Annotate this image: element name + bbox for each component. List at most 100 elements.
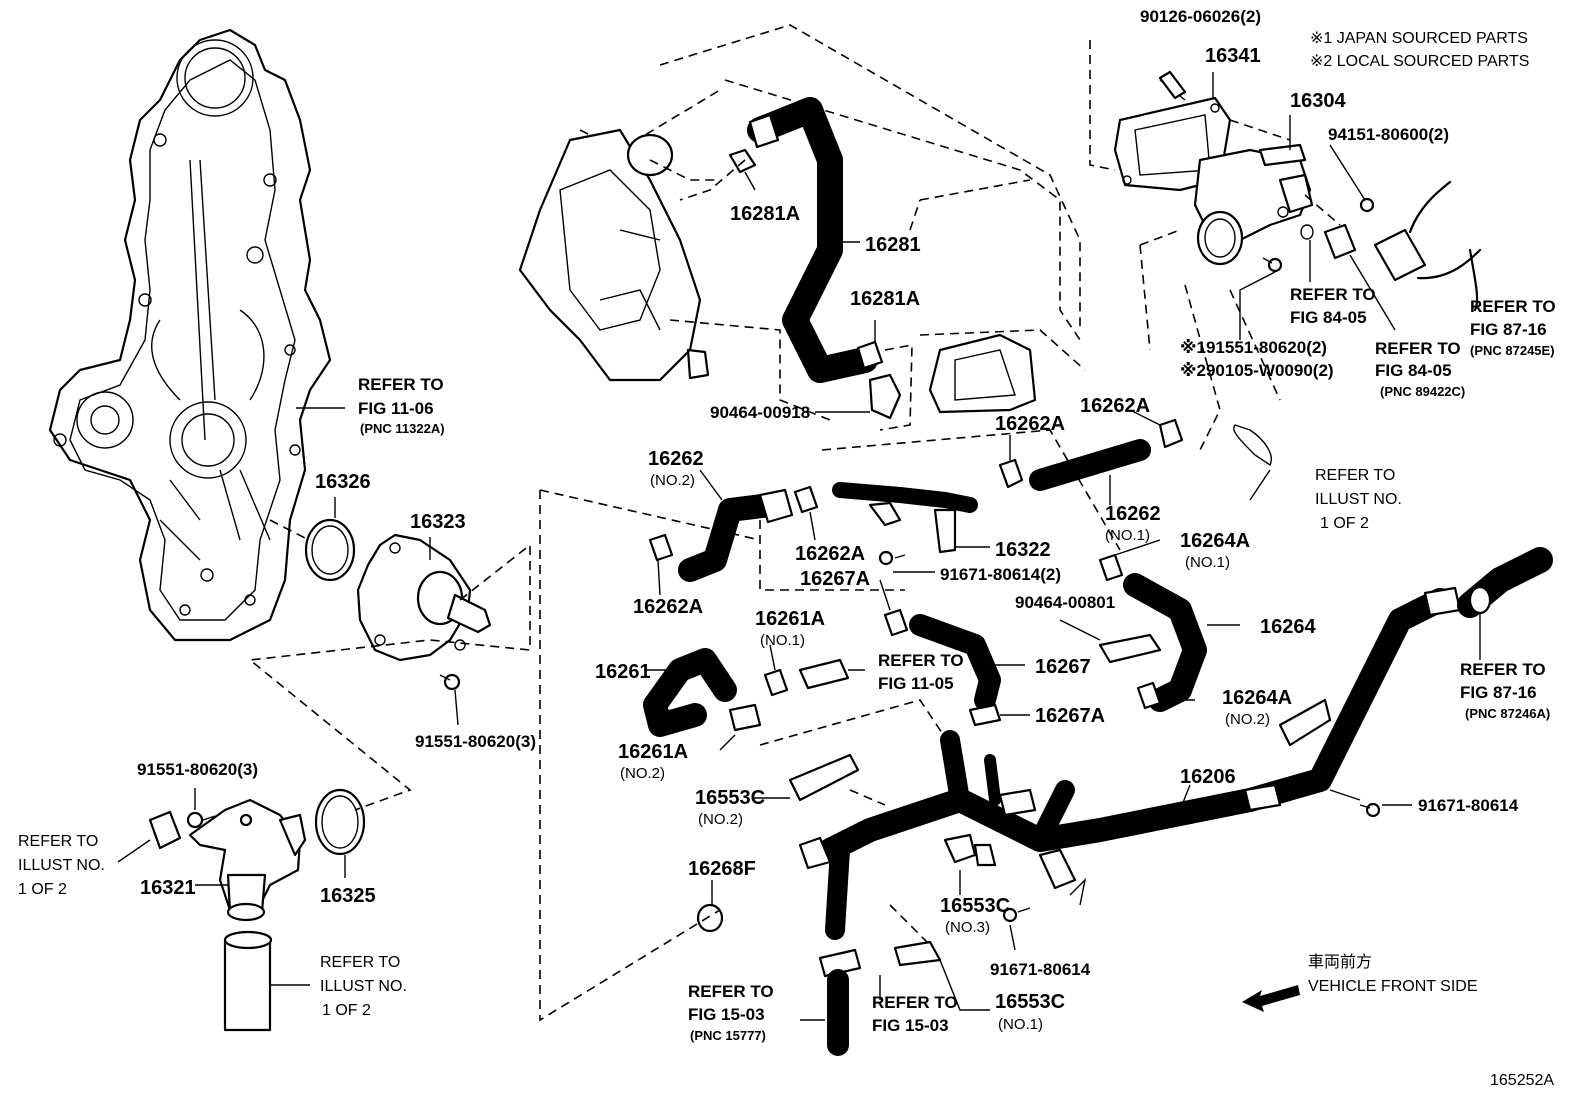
- part-label: 16323: [410, 511, 466, 533]
- ref-line: (PNC 87245E): [1470, 343, 1555, 358]
- part-label: 16304: [1290, 90, 1346, 112]
- part-note: (NO.1): [1105, 527, 1150, 544]
- part-label: 16553C: [940, 895, 1010, 917]
- part-label: 16262A: [1080, 395, 1150, 417]
- ref-line: ILLUST NO.: [18, 857, 105, 874]
- clamp-16264A-b: [1136, 681, 1162, 710]
- o-ring: [1300, 224, 1314, 240]
- part-label: 16267A: [800, 568, 870, 590]
- clamp-16262A-r: [1158, 418, 1184, 449]
- o-ring-16268F: [696, 903, 724, 933]
- hose-end-left: [148, 810, 182, 850]
- thermostat-housing-left: [518, 128, 710, 382]
- ref-line: (PNC 15777): [690, 1028, 766, 1043]
- ref-line: REFER TO: [358, 375, 444, 394]
- ref-line: REFER TO: [878, 651, 964, 670]
- ref-line: FIG 87-16: [1470, 320, 1547, 339]
- water-inlet-16321: [188, 798, 307, 922]
- thermostat-housing-16304: [1193, 143, 1314, 266]
- part-note: (NO.2): [650, 472, 695, 489]
- part-note: (NO.1): [1185, 554, 1230, 571]
- part-label: 91671-80614(2): [940, 565, 1061, 584]
- part-label: 16268F: [688, 858, 756, 880]
- clamp-16553C-1: [893, 940, 942, 967]
- gasket-mid: [928, 333, 1037, 414]
- part-label: ※290105-W0090(2): [1180, 361, 1334, 380]
- part-label: 16281A: [850, 288, 920, 310]
- ref-line: REFER TO: [320, 954, 400, 971]
- ref-line: REFER TO: [1315, 467, 1395, 484]
- part-label: 90464-00918: [710, 403, 810, 422]
- part-label: 16262: [1105, 503, 1161, 525]
- ref-line: 1 OF 2: [322, 1002, 371, 1019]
- ref-line: FIG 15-03: [688, 1005, 765, 1024]
- clamp-16261A-b: [728, 703, 762, 732]
- bolt-91671-r: [1359, 802, 1381, 818]
- part-label: 16206: [1180, 766, 1236, 788]
- hose-87245E-end: [1373, 228, 1427, 282]
- part-label: 16341: [1205, 45, 1261, 67]
- ref-line: REFER TO: [1375, 339, 1461, 358]
- part-label: 16281: [865, 234, 921, 256]
- water-bypass-pipe-16322: [832, 482, 978, 554]
- bracket-90464-00801: [1098, 633, 1162, 664]
- ref-line: ILLUST NO.: [1315, 491, 1402, 508]
- ref-line: FIG 15-03: [872, 1016, 949, 1035]
- ref-line: REFER TO: [872, 993, 958, 1012]
- ref-line: FIG 11-06: [358, 399, 434, 418]
- bolt-91551-b: [186, 811, 216, 829]
- clamp-16267A-b: [968, 703, 1002, 727]
- part-label: 16264A: [1180, 530, 1250, 552]
- part-label: 90464-00801: [1015, 593, 1115, 612]
- sensor-89422C: [1323, 223, 1357, 260]
- clamp-16262A-c: [793, 485, 819, 514]
- part-note: (NO.1): [760, 632, 805, 649]
- ref-line: FIG 84-05: [1290, 308, 1367, 327]
- gasket-16326: [304, 518, 356, 582]
- clamp-16262A-l: [648, 533, 674, 562]
- part-label: 16262: [648, 448, 704, 470]
- ref-line: REFER TO: [688, 982, 774, 1001]
- ref-line: REFER TO: [1470, 297, 1556, 316]
- ref-line: ILLUST NO.: [320, 978, 407, 995]
- hose-pipe-bottom-left: [223, 938, 272, 1032]
- pipe-fig1105: [798, 658, 850, 690]
- figure-id: 165252A: [1490, 1072, 1554, 1089]
- clamp-16262A-m: [998, 458, 1024, 489]
- water-pipe-16206: [798, 586, 1462, 940]
- ref-line: (PNC 11322A): [360, 421, 445, 436]
- clamp-16281A-mid: [856, 340, 884, 370]
- bolt-191551: [1262, 257, 1283, 273]
- part-label: 16264: [1260, 616, 1316, 638]
- bolt-91551-a: [439, 673, 461, 691]
- note-japan: ※1 JAPAN SOURCED PARTS: [1310, 30, 1528, 47]
- direction-jp: 車両前方: [1308, 953, 1372, 971]
- ref-line: 1 OF 2: [18, 881, 67, 898]
- gasket-16325: [314, 788, 366, 856]
- part-note: (NO.2): [698, 811, 743, 828]
- note-local: ※2 LOCAL SOURCED PARTS: [1310, 53, 1529, 70]
- part-label: 91671-80614: [990, 960, 1091, 979]
- part-label: 16326: [315, 471, 371, 493]
- clamp-16261A-t: [763, 668, 789, 697]
- part-label: 16267A: [1035, 705, 1105, 727]
- ref-line: REFER TO: [18, 833, 98, 850]
- bolt-91671-a: [878, 550, 906, 566]
- front-direction-arrow: [1242, 985, 1300, 1012]
- part-label: 16321: [140, 877, 196, 899]
- ref-line: REFER TO: [1460, 660, 1546, 679]
- part-label: ※191551-80620(2): [1180, 338, 1327, 357]
- ref-line: FIG 11-05: [878, 674, 954, 693]
- timing-chain-cover: [48, 28, 332, 642]
- part-note: (NO.3): [945, 919, 990, 936]
- clamp-16553C-3: [943, 833, 997, 867]
- part-label: 16267: [1035, 656, 1091, 678]
- part-label: 16261A: [755, 608, 825, 630]
- part-label: 16553C: [695, 787, 765, 809]
- ref-line: FIG 84-05: [1375, 361, 1452, 380]
- ref-line: REFER TO: [1290, 285, 1376, 304]
- clamp-16553C-2: [788, 753, 860, 802]
- part-note: (NO.2): [1225, 711, 1270, 728]
- part-label: 90126-06026(2): [1140, 7, 1261, 26]
